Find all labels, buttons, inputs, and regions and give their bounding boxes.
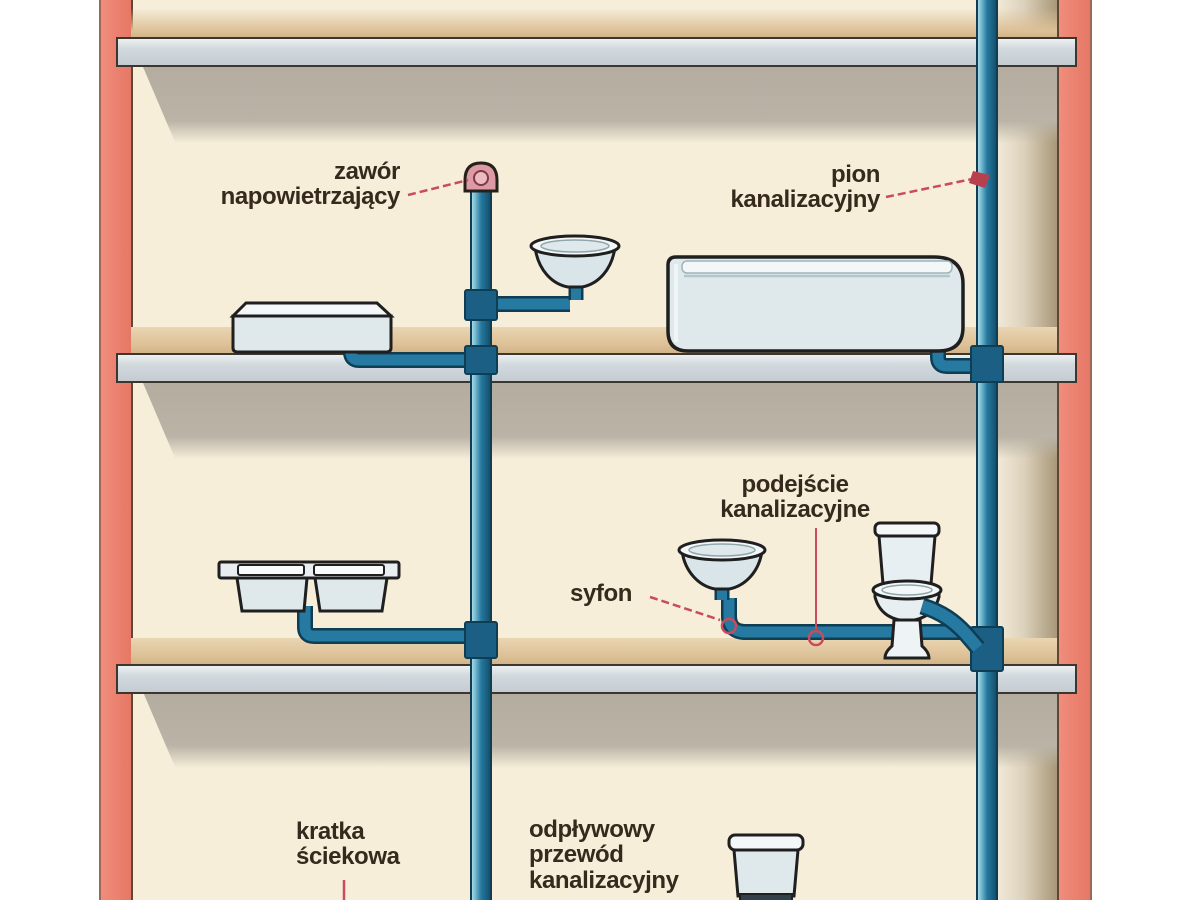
label-vent-valve: zawór napowietrzający (220, 158, 401, 211)
floor-slab-2 (116, 353, 1077, 383)
pointer-branch-ring (807, 629, 825, 647)
label-branch: podejście kanalizacyjne (720, 471, 870, 524)
right-exterior-wall (1057, 0, 1092, 900)
bathtub (666, 255, 965, 353)
branch-pipes (297, 280, 1004, 672)
ceiling-shadow-3 (143, 692, 1057, 768)
toilet-cistern (727, 833, 805, 900)
toilet (871, 521, 943, 660)
washbasin (529, 234, 621, 289)
label-floor-drain: kratka ściekowa (296, 818, 400, 871)
floor-slab-3 (116, 664, 1077, 694)
kitchen-double-sink (217, 560, 401, 613)
pointer-trap-ring (720, 617, 738, 635)
floor-surface-top (131, 8, 1057, 37)
label-drain-pipe: odpływowy przewód kanalizacyjny (529, 816, 679, 894)
label-stack: pion kanalizacyjny (730, 161, 880, 214)
pointer-stack (885, 176, 978, 199)
pointer-trap (649, 595, 721, 622)
air-admittance-valve-icon (463, 161, 499, 193)
pointer-vent-valve (407, 178, 469, 197)
washbasin-2 (677, 538, 767, 600)
label-trap: syfon (570, 580, 633, 607)
pointer-stack-arrow (969, 171, 990, 188)
floor-slab-1 (116, 37, 1077, 67)
sewer-stack-pipe (976, 0, 998, 900)
toilet-outlet-pipe (919, 597, 985, 654)
shower-tray (229, 301, 395, 354)
left-exterior-wall (99, 0, 133, 900)
pointer-lines (342, 171, 990, 900)
ceiling-shadow-2 (143, 383, 1057, 459)
ceiling-shadow-1 (143, 67, 1057, 143)
